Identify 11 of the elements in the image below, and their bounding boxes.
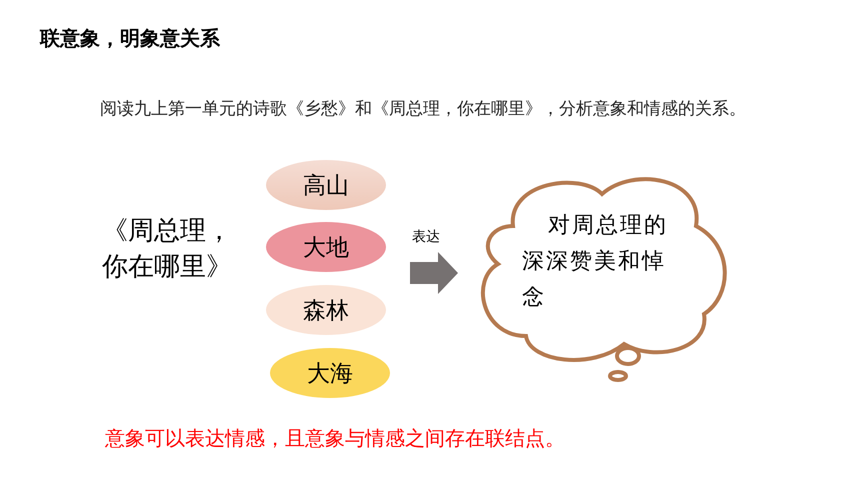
ellipse-node: 森林 xyxy=(266,285,386,335)
block-arrow xyxy=(410,252,458,294)
page-heading: 联意象，明象意关系 xyxy=(40,26,220,52)
instruction-paragraph: 阅读九上第一单元的诗歌《乡愁》和《周总理，你在哪里》，分析意象和情感的关系。 xyxy=(99,98,747,120)
ellipse-node: 高山 xyxy=(266,160,386,210)
ellipse-node: 大海 xyxy=(270,348,390,398)
edge-label: 表达 xyxy=(412,227,440,246)
conclusion-note: 意象可以表达情感，且意象与情感之间存在联结点。 xyxy=(105,427,565,452)
poem-title: 《周总理，你在哪里》 xyxy=(92,212,242,288)
ellipse-node: 大地 xyxy=(266,222,386,272)
cloud-text: 对周总理的深深赞美和悼念 xyxy=(522,212,669,312)
